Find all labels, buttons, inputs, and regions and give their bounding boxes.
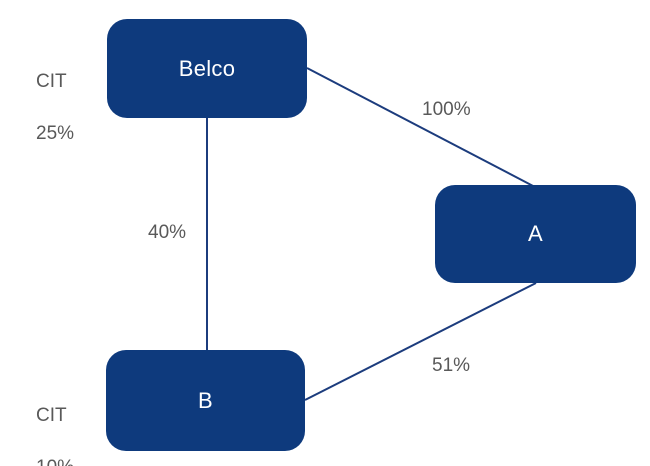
cit-annotation-b-line1: CIT <box>36 405 67 426</box>
edge-label-belco-b: 40% <box>148 222 187 243</box>
edge-label-belco-a: 100% <box>422 99 471 120</box>
cit-annotation-b: CIT 10% <box>36 377 74 466</box>
node-a-label: A <box>528 221 543 246</box>
edge-label-b-a: 51% <box>432 355 471 376</box>
edge-b-a <box>304 282 537 401</box>
node-b-label: B <box>198 387 213 413</box>
edge-belco-a <box>306 67 536 188</box>
cit-annotation-belco-line2: 25% <box>36 123 75 144</box>
cit-annotation-belco-line1: CIT <box>36 71 67 92</box>
cit-annotation-b-line2: 10% <box>36 455 74 466</box>
node-b: B <box>106 350 305 451</box>
node-a: A <box>435 185 636 283</box>
cit-annotation-belco: CIT 25% <box>36 43 74 173</box>
node-belco: Belco <box>107 19 307 118</box>
node-belco-label: Belco <box>178 55 236 81</box>
